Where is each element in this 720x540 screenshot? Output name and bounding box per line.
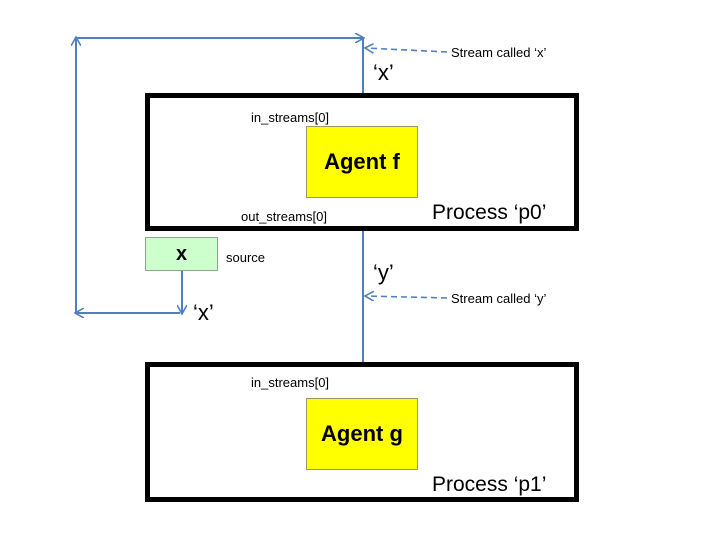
- stream-x-note: Stream called ‘x’: [451, 45, 547, 60]
- stream-x-top-label: ‘x’: [373, 60, 394, 85]
- stream-x-bottom-label: ‘x’: [193, 300, 214, 325]
- agent-g-in-label: in_streams[0]: [251, 375, 330, 390]
- stream-x-note-pointer: [366, 48, 448, 52]
- source-label: source: [226, 250, 266, 265]
- agent-f-box[interactable]: Agent f: [306, 126, 418, 198]
- process-p0-label: Process ‘p0’: [432, 201, 547, 224]
- stream-y-note: Stream called ‘y’: [451, 291, 547, 306]
- stream-y-label: ‘y’: [373, 260, 394, 285]
- source-x-box[interactable]: x: [145, 237, 218, 271]
- agent-f-out-label: out_streams[0]: [241, 209, 327, 224]
- stream-y-note-pointer: [366, 296, 448, 298]
- agent-g-box[interactable]: Agent g: [306, 398, 418, 470]
- agent-f-in-label: in_streams[0]: [251, 110, 330, 125]
- process-p1-label: Process ‘p1’: [432, 473, 547, 496]
